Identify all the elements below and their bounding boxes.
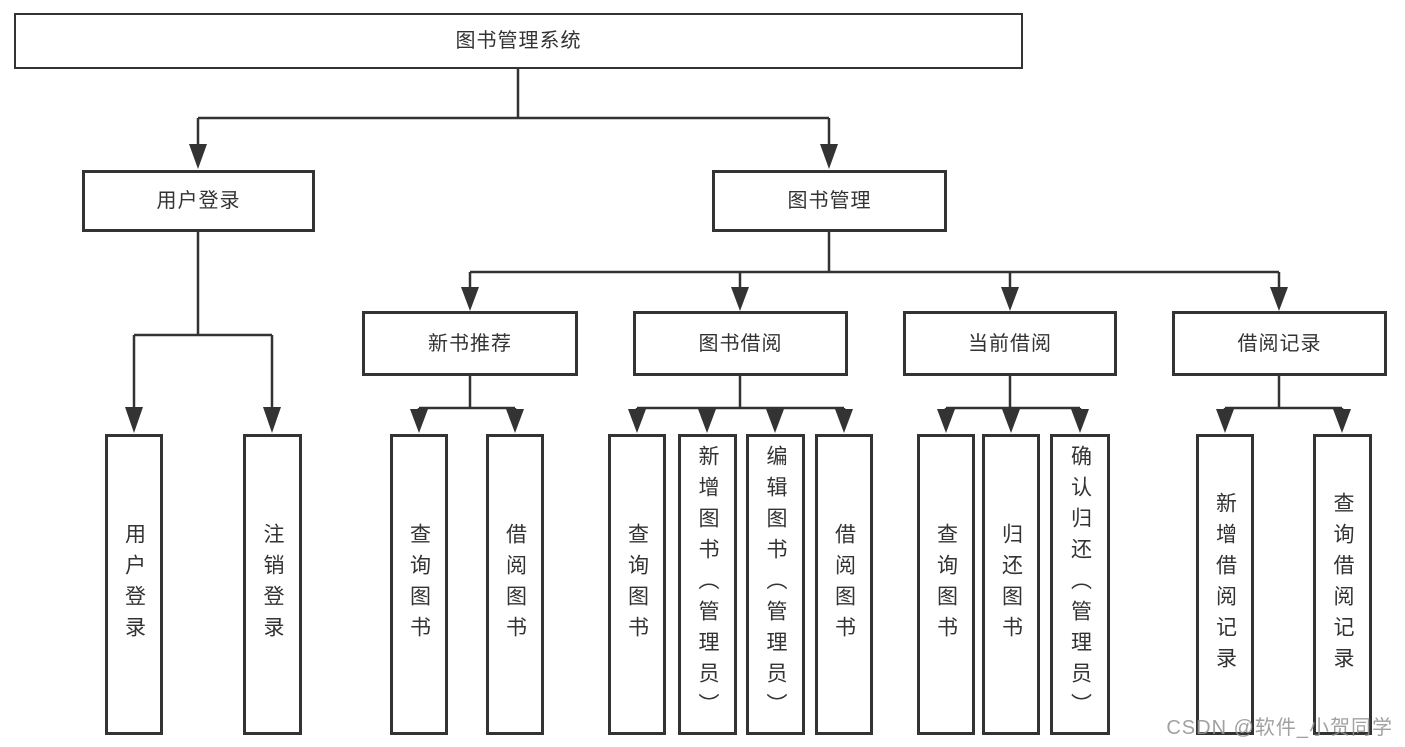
edge-group-book-borrow — [628, 376, 853, 433]
watermark: CSDN @软件_小贺同学 — [1166, 717, 1393, 739]
node-cb-return: 归还图书 — [982, 434, 1040, 735]
node-root-label: 图书管理系统 — [455, 30, 582, 52]
node-current-borrow-label: 当前借阅 — [968, 332, 1052, 355]
edge-group-borrow-record — [1216, 376, 1351, 433]
node-logout-leaf-label: 注销登录 — [261, 522, 284, 647]
node-bb-query: 查询图书 — [608, 434, 666, 735]
edge-group-new-book-rec — [410, 376, 524, 433]
node-br-add-label: 新增借阅记录 — [1213, 491, 1237, 678]
node-new-book-rec: 新书推荐 — [362, 311, 578, 376]
node-login-leaf: 用户登录 — [105, 434, 163, 735]
node-book-borrow-label: 图书借阅 — [698, 332, 783, 355]
node-cb-query-label: 查询图书 — [934, 522, 958, 647]
node-bb-edit: 编辑图书（管理员） — [746, 434, 805, 735]
node-cb-return-label: 归还图书 — [999, 522, 1023, 647]
node-current-borrow: 当前借阅 — [903, 311, 1117, 376]
node-borrow-record: 借阅记录 — [1172, 311, 1387, 376]
node-cb-confirm-label: 确认归还（管理员） — [1068, 445, 1092, 724]
node-br-query: 查询借阅记录 — [1313, 434, 1372, 735]
node-br-query-label: 查询借阅记录 — [1331, 491, 1354, 678]
edge-group-current-borrow — [937, 376, 1089, 433]
node-nbr-borrow: 借阅图书 — [486, 434, 544, 735]
node-login-leaf-label: 用户登录 — [122, 522, 146, 647]
node-book-borrow: 图书借阅 — [633, 311, 848, 376]
edge-group-root — [189, 69, 838, 169]
node-nbr-query: 查询图书 — [390, 434, 448, 735]
node-bb-borrow: 借阅图书 — [815, 434, 873, 735]
node-user-login: 用户登录 — [82, 170, 315, 232]
node-bb-borrow-label: 借阅图书 — [832, 522, 856, 647]
edge-group-user-login — [125, 232, 281, 433]
node-br-add: 新增借阅记录 — [1196, 434, 1254, 735]
node-cb-confirm: 确认归还（管理员） — [1050, 434, 1110, 735]
node-book-mgmt: 图书管理 — [712, 170, 947, 232]
node-nbr-borrow-label: 借阅图书 — [503, 522, 527, 647]
node-bb-query-label: 查询图书 — [625, 522, 649, 647]
node-borrow-record-label: 借阅记录 — [1237, 332, 1322, 355]
node-nbr-query-label: 查询图书 — [407, 522, 431, 647]
node-bb-add: 新增图书（管理员） — [678, 434, 737, 735]
node-new-book-rec-label: 新书推荐 — [428, 332, 512, 355]
node-bb-edit-label: 编辑图书（管理员） — [764, 445, 787, 724]
node-bb-add-label: 新增图书（管理员） — [696, 445, 719, 724]
edge-group-book-mgmt — [461, 232, 1288, 311]
node-user-login-label: 用户登录 — [156, 190, 241, 212]
node-book-mgmt-label: 图书管理 — [787, 190, 872, 212]
node-root: 图书管理系统 — [14, 13, 1023, 69]
node-logout-leaf: 注销登录 — [243, 434, 302, 735]
node-cb-query: 查询图书 — [917, 434, 975, 735]
